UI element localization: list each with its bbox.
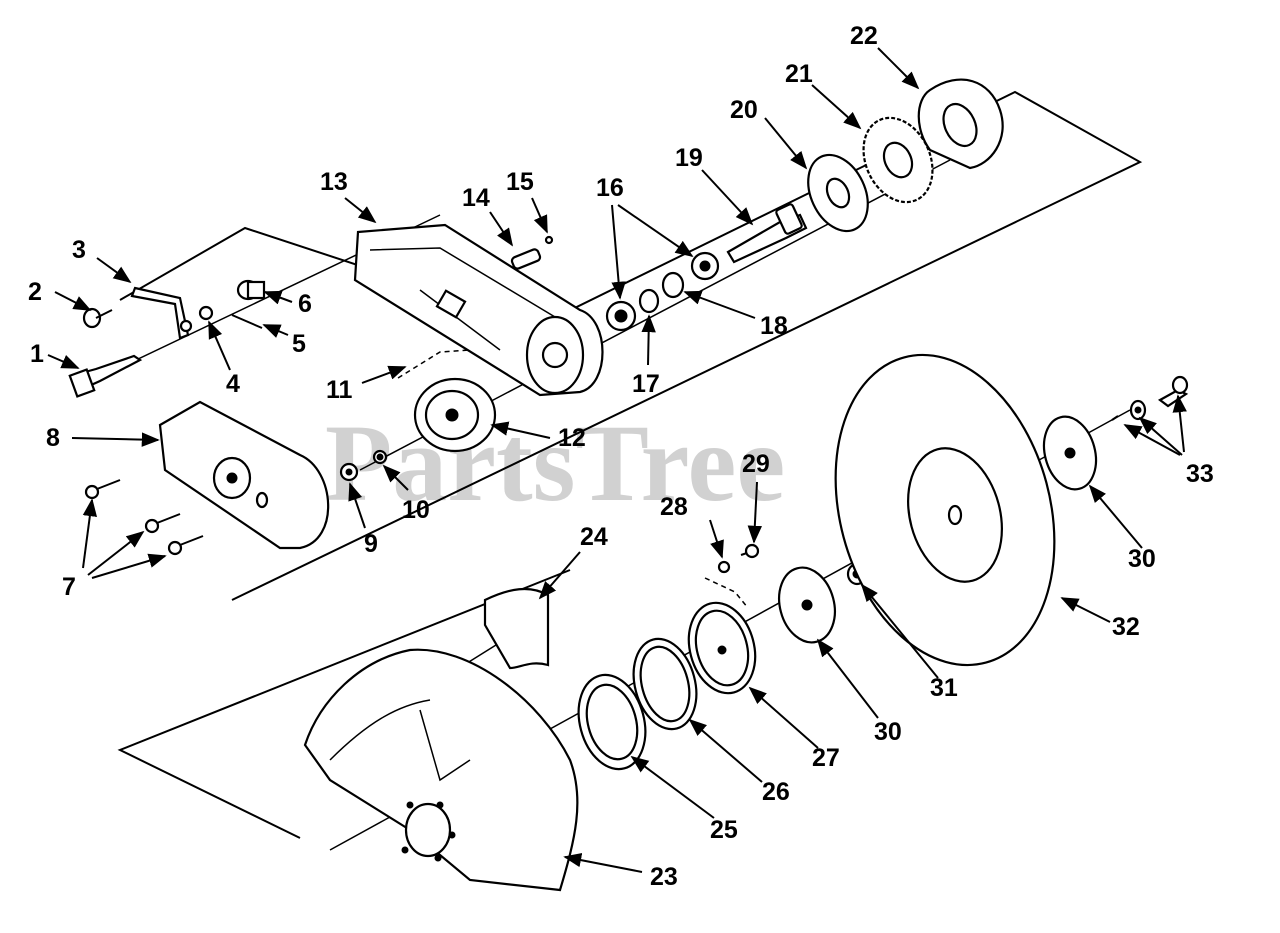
part-number-labels: 1 2 3 4 5 6 7 8 9 10 11 12 13 14 15 16 1… bbox=[28, 22, 1214, 891]
mount-hint-lines bbox=[704, 577, 749, 609]
label-part-22: 22 bbox=[850, 22, 878, 50]
label-part-18: 18 bbox=[760, 312, 788, 340]
label-part-25: 25 bbox=[710, 816, 738, 844]
label-part-4: 4 bbox=[226, 370, 240, 398]
label-part-9: 9 bbox=[364, 530, 378, 558]
label-part-30-upper: 30 bbox=[1128, 545, 1156, 573]
part-20-washer bbox=[807, 153, 869, 233]
part-16-bearing-left bbox=[605, 300, 637, 332]
label-part-28: 28 bbox=[660, 493, 688, 521]
label-part-10: 10 bbox=[402, 496, 430, 524]
part-7-screws bbox=[84, 479, 204, 556]
label-part-24: 24 bbox=[580, 523, 608, 551]
label-part-3: 3 bbox=[72, 236, 86, 264]
label-part-5: 5 bbox=[292, 330, 306, 358]
part-30-flange-upper bbox=[1042, 415, 1098, 491]
label-part-16: 16 bbox=[596, 174, 624, 202]
label-part-17: 17 bbox=[632, 370, 660, 398]
label-part-30-lower: 30 bbox=[874, 718, 902, 746]
part-1-spindle bbox=[68, 354, 143, 398]
part-12-pulley bbox=[413, 377, 497, 453]
label-part-14: 14 bbox=[462, 184, 490, 212]
part-17-spacer bbox=[638, 288, 660, 314]
label-part-31: 31 bbox=[930, 674, 958, 702]
part-27-plate bbox=[687, 601, 757, 695]
part-13-belt-housing bbox=[353, 223, 604, 397]
part-33-bolt-washers bbox=[1111, 375, 1189, 421]
part-26-gasket bbox=[632, 637, 698, 731]
label-part-7: 7 bbox=[62, 573, 76, 601]
part-19-arbor-shaft bbox=[726, 203, 808, 264]
part-6-nut bbox=[236, 279, 266, 301]
part-29-screw bbox=[740, 543, 760, 559]
label-part-33: 33 bbox=[1186, 460, 1214, 488]
part-22-flange-plate bbox=[917, 78, 1004, 170]
label-part-15: 15 bbox=[506, 168, 534, 196]
part-2-screw bbox=[82, 307, 113, 329]
upper-assembly-outline bbox=[119, 90, 1143, 601]
part-9-nut bbox=[339, 462, 359, 482]
label-part-2: 2 bbox=[28, 278, 42, 306]
watermark-text: PartsTree bbox=[325, 402, 785, 524]
label-part-13: 13 bbox=[320, 168, 348, 196]
part-11-belt bbox=[397, 349, 471, 379]
part-28-washer bbox=[717, 560, 731, 574]
label-part-12: 12 bbox=[558, 424, 586, 452]
part-18-snap-ring bbox=[661, 271, 685, 299]
part-25-ring bbox=[577, 673, 647, 771]
part-30-flange-lower bbox=[778, 566, 836, 644]
label-part-11: 11 bbox=[326, 376, 353, 404]
label-part-29: 29 bbox=[742, 450, 770, 478]
part-23-blade-guard bbox=[303, 648, 579, 892]
part-4-washer bbox=[198, 305, 214, 321]
part-10-washer bbox=[372, 449, 388, 465]
part-3-bracket bbox=[130, 286, 193, 340]
label-part-1: 1 bbox=[30, 340, 44, 368]
label-part-23: 23 bbox=[650, 863, 678, 891]
part-16-bearing-right bbox=[690, 251, 720, 281]
part-32-blade bbox=[834, 353, 1056, 667]
lower-assembly-outline bbox=[117, 569, 571, 839]
leader-arrows bbox=[47, 47, 1187, 873]
part-5-pin bbox=[231, 314, 263, 329]
label-part-6: 6 bbox=[298, 290, 312, 318]
part-14-sleeve bbox=[510, 248, 542, 270]
label-part-26: 26 bbox=[762, 778, 790, 806]
part-8-belt-cover bbox=[158, 400, 330, 550]
part-24-deflector bbox=[483, 587, 550, 670]
label-part-27: 27 bbox=[812, 744, 840, 772]
part-15-ball bbox=[544, 235, 554, 245]
label-part-32: 32 bbox=[1112, 613, 1140, 641]
label-part-21: 21 bbox=[785, 60, 813, 88]
label-part-20: 20 bbox=[730, 96, 758, 124]
label-part-19: 19 bbox=[675, 144, 703, 172]
label-part-8: 8 bbox=[46, 424, 60, 452]
